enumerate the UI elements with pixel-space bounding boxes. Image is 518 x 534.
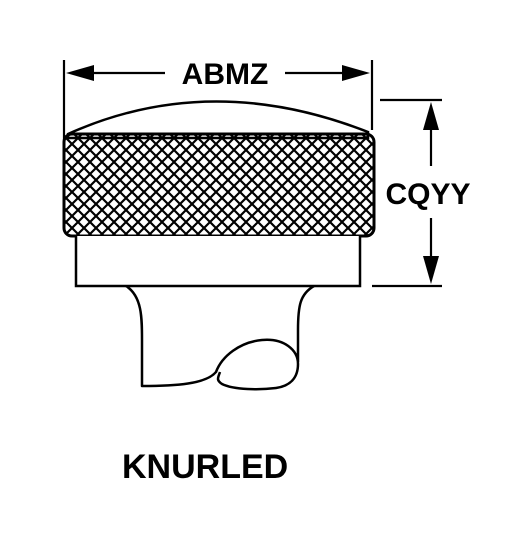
knob: [62, 100, 376, 391]
width-arrowhead-right: [342, 65, 370, 81]
knurled-band: [62, 132, 376, 238]
height-arrowhead-bottom: [423, 256, 439, 284]
height-dimension-label: CQYY: [385, 178, 470, 211]
knob-shaft: [125, 284, 315, 391]
knob-dome: [66, 100, 370, 140]
height-dimension: CQYY: [372, 98, 471, 288]
diagram-caption: KNURLED: [122, 448, 288, 486]
width-dimension: ABMZ: [62, 58, 374, 140]
height-arrowhead-top: [423, 102, 439, 130]
width-arrowhead-left: [66, 65, 94, 81]
width-dimension-label: ABMZ: [182, 58, 269, 91]
knob-collar: [74, 236, 362, 288]
